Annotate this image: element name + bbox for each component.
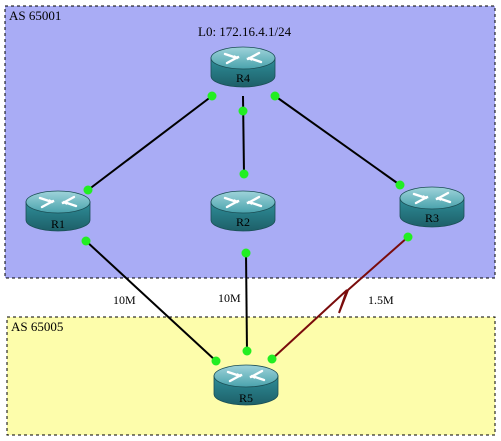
port-dot	[238, 106, 248, 116]
port-dot	[267, 354, 277, 364]
link-label-r1-r5: 10M	[113, 293, 136, 307]
router-label: R5	[239, 391, 253, 405]
router-label: R4	[236, 71, 250, 85]
port-dot	[395, 180, 405, 190]
link-label-r3-r5: 1.5M	[368, 293, 394, 307]
router-label: R2	[236, 215, 250, 229]
link-r1-r5	[85, 240, 217, 362]
port-dot	[270, 91, 280, 101]
r4-loopback-label: L0: 172.16.4.1/24	[198, 24, 292, 39]
router-r4[interactable]: R4	[209, 45, 277, 89]
port-dot	[211, 356, 221, 366]
port-dot	[239, 169, 249, 179]
as-area-65001-label: AS 65001	[9, 8, 61, 23]
link-r4-r3	[274, 95, 401, 186]
link-label-r2-r5: 10M	[218, 291, 241, 305]
router-r2[interactable]: R2	[209, 189, 277, 233]
as-area-65001-box	[4, 5, 496, 279]
as-area-65001: AS 65001	[4, 5, 496, 279]
port-dot	[81, 236, 91, 246]
router-r3[interactable]: R3	[398, 185, 466, 229]
router-r5[interactable]: R5	[212, 363, 280, 407]
router-label: R1	[51, 217, 65, 231]
link-r4-r1	[87, 95, 213, 191]
port-dots	[81, 91, 413, 366]
link-r3-r5-serial	[271, 236, 409, 360]
port-dot	[403, 232, 413, 242]
as-area-65005-label: AS 65005	[11, 319, 63, 334]
router-label: R3	[425, 211, 439, 225]
router-r1[interactable]: R1	[24, 189, 92, 233]
port-dot	[241, 248, 251, 258]
port-dot	[242, 346, 252, 356]
links	[85, 95, 409, 362]
port-dot	[207, 91, 217, 101]
port-dot	[83, 185, 93, 195]
link-r2-r5	[245, 252, 248, 352]
